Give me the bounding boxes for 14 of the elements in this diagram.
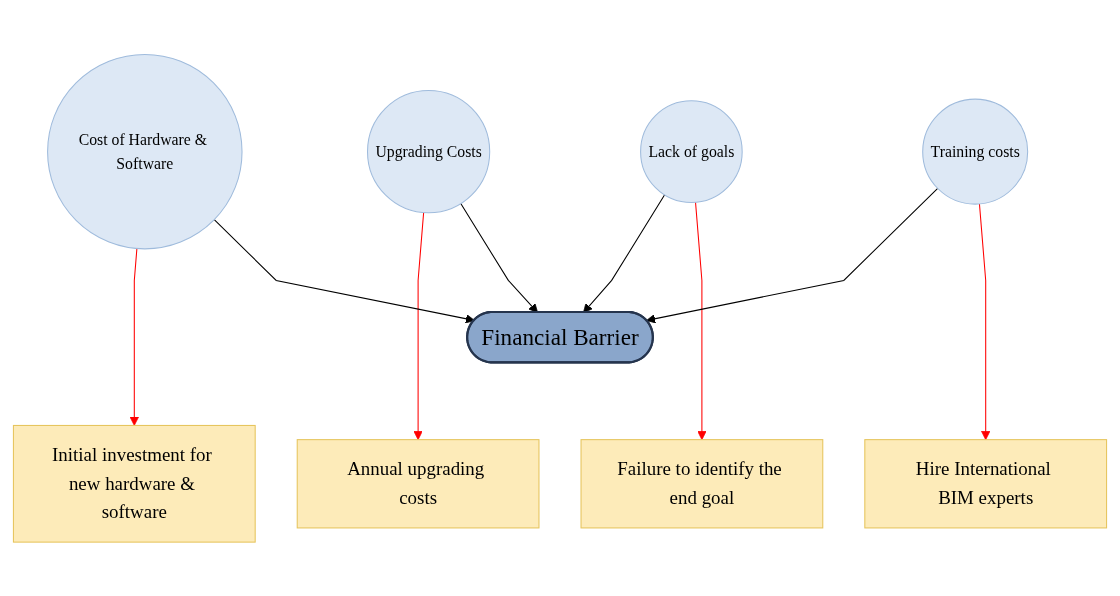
arrow xyxy=(978,203,991,440)
arrow xyxy=(213,218,475,324)
node-circle: Training costs xyxy=(922,98,1029,205)
arrow xyxy=(646,187,939,324)
node-circle: Upgrading Costs xyxy=(367,89,491,213)
node-circle: Cost of Hardware & Software xyxy=(47,53,243,250)
node-box: Annual upgrading costs xyxy=(296,438,540,529)
arrow xyxy=(129,247,139,426)
arrow xyxy=(413,211,425,440)
node-circle: Lack of goals xyxy=(640,100,743,203)
node-box: Initial investment for new hardware & software xyxy=(12,424,256,543)
arrow xyxy=(695,201,707,440)
node-box: Hire International BIM experts xyxy=(864,438,1108,529)
node-box: Failure to identify the end goal xyxy=(580,438,824,529)
